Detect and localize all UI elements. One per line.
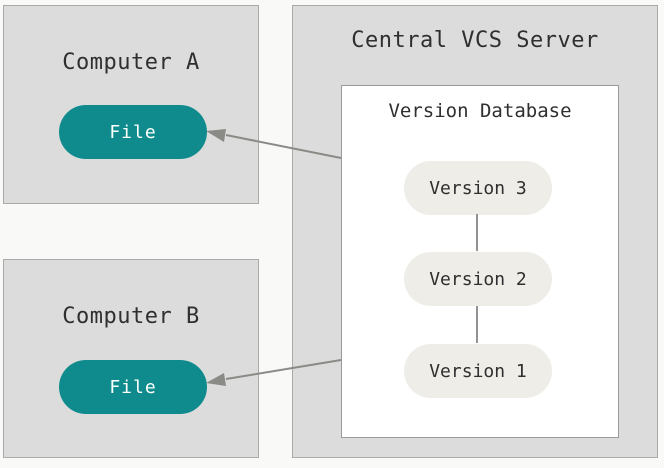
computer-b-title: Computer B bbox=[62, 304, 200, 329]
computer-a-title: Computer A bbox=[62, 50, 200, 75]
version-database-box: Version Database Version 3 Version 2 Ver… bbox=[341, 85, 619, 438]
version-2-pill: Version 2 bbox=[404, 252, 552, 306]
version-database-title: Version Database bbox=[388, 100, 572, 122]
computer-b-box: Computer B File bbox=[3, 259, 259, 458]
version-3-pill: Version 3 bbox=[404, 161, 552, 215]
computer-a-file: File bbox=[59, 105, 207, 159]
computer-a-box: Computer A File bbox=[3, 5, 259, 204]
computer-b-file: File bbox=[59, 360, 207, 414]
version-1-pill: Version 1 bbox=[404, 344, 552, 398]
central-server-title: Central VCS Server bbox=[351, 28, 599, 53]
